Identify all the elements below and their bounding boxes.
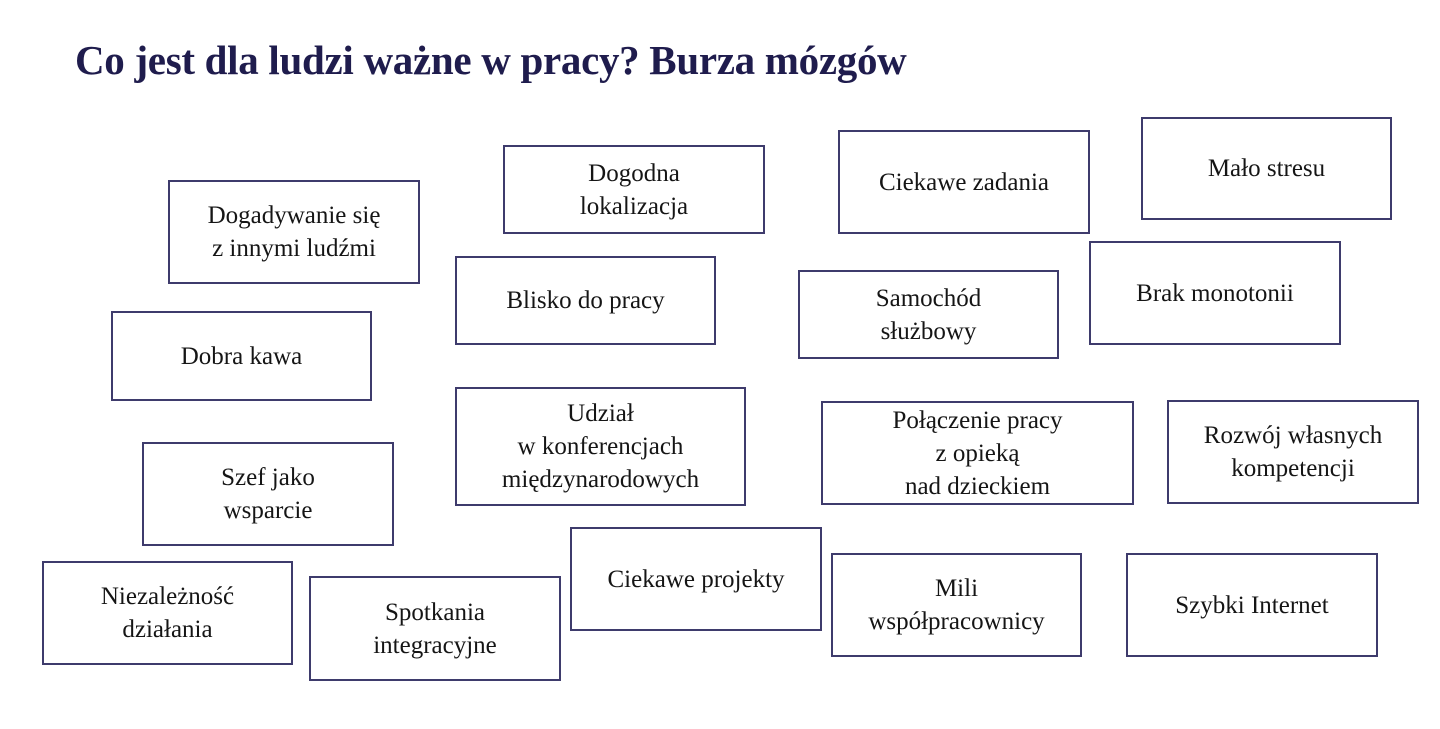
idea-card: Brak monotonii (1089, 241, 1341, 345)
idea-card: Niezależność działania (42, 561, 293, 665)
idea-card: Samochód służbowy (798, 270, 1059, 359)
idea-card: Ciekawe projekty (570, 527, 822, 631)
idea-card: Rozwój własnych kompetencji (1167, 400, 1419, 504)
idea-card: Mało stresu (1141, 117, 1392, 220)
idea-card: Spotkania integracyjne (309, 576, 561, 681)
idea-card: Połączenie pracy z opieką nad dzieckiem (821, 401, 1134, 505)
idea-card: Dogadywanie się z innymi ludźmi (168, 180, 420, 284)
idea-card: Blisko do pracy (455, 256, 716, 345)
idea-card: Ciekawe zadania (838, 130, 1090, 234)
idea-card: Szef jako wsparcie (142, 442, 394, 546)
slide-title: Co jest dla ludzi ważne w pracy? Burza m… (75, 37, 907, 83)
idea-card: Szybki Internet (1126, 553, 1378, 657)
idea-card: Dobra kawa (111, 311, 372, 401)
idea-card: Mili współpracownicy (831, 553, 1082, 657)
idea-card: Dogodna lokalizacja (503, 145, 765, 234)
idea-card: Udział w konferencjach międzynarodowych (455, 387, 746, 506)
